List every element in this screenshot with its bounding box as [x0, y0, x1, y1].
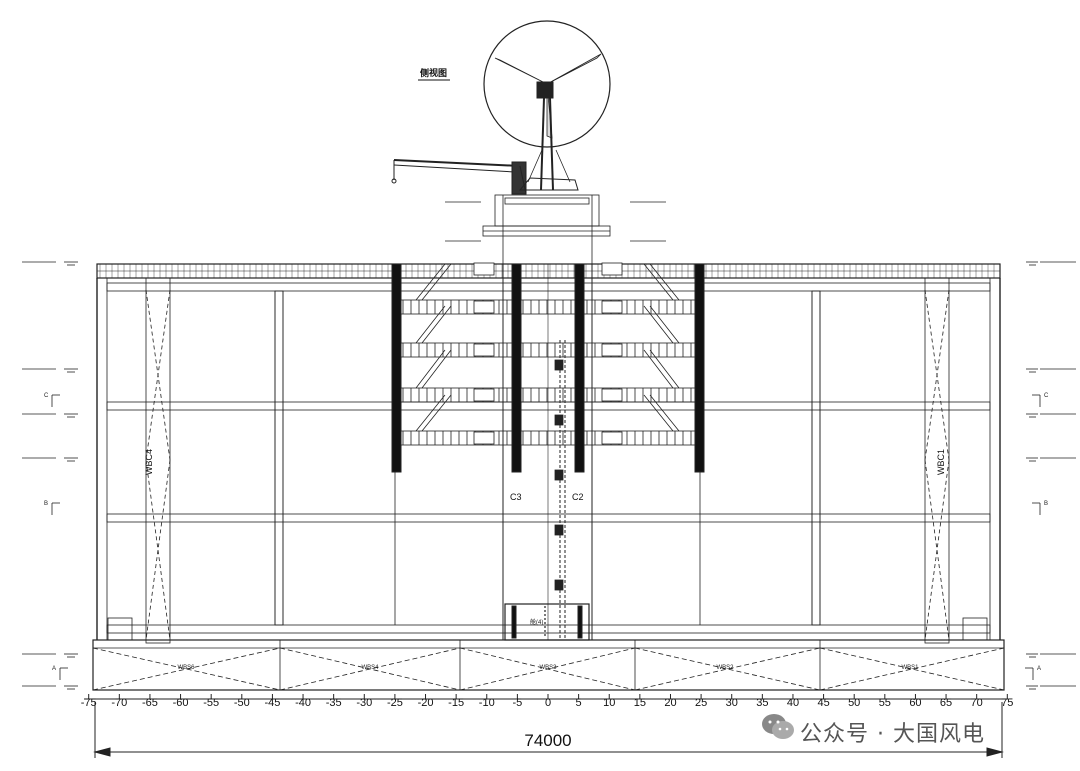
axis-tick-label: -70 — [111, 697, 127, 709]
axis-tick-label: 75 — [1001, 697, 1013, 709]
elevation-marks — [22, 201, 1076, 690]
section-mark-left: A — [52, 666, 56, 672]
base-beam-label: WBS2 — [716, 665, 734, 671]
base-beam-label: WBS6 — [177, 665, 195, 671]
section-mark-left: B — [44, 501, 48, 507]
center-box-label: 舱(4) — [530, 618, 543, 626]
view-title: 侧视图 — [420, 67, 447, 78]
axis-tick-label: -35 — [326, 697, 342, 709]
axis-tick-label: 45 — [817, 697, 829, 709]
axis-tick-label: -40 — [295, 697, 311, 709]
section-mark-right: C — [1044, 393, 1049, 399]
axis-tick-label: 70 — [971, 697, 983, 709]
axis-tick-label: -50 — [234, 697, 250, 709]
axis-tick-label: 30 — [726, 697, 738, 709]
axis-tick-label: 20 — [664, 697, 676, 709]
wind-turbine — [483, 20, 611, 191]
dimension-total: 74000 — [524, 731, 571, 750]
axis-tick-label: 15 — [634, 697, 646, 709]
axis-tick-label: -55 — [203, 697, 219, 709]
section-mark-right: A — [1037, 666, 1041, 672]
base-beam-label: WBS1 — [901, 665, 919, 671]
crane — [391, 159, 527, 195]
axis-tick-label: 50 — [848, 697, 860, 709]
axis-tick-label: -10 — [479, 697, 495, 709]
axis-tick-label: 40 — [787, 697, 799, 709]
axis-tick-label: -60 — [173, 697, 189, 709]
dimension-line — [93, 702, 1004, 758]
axis-tick-label: 25 — [695, 697, 707, 709]
axis-tick-label: 35 — [756, 697, 768, 709]
axis-tick-label: -75 — [81, 697, 97, 709]
section-mark-left: C — [44, 393, 49, 399]
base-pontoon — [92, 617, 1005, 691]
brace-label-right: WBC1 — [936, 449, 946, 475]
hull-frame — [96, 263, 1001, 640]
axis-tick-label: 5 — [576, 697, 582, 709]
axis-tick-label: -20 — [418, 697, 434, 709]
axis-tick-label: 60 — [909, 697, 921, 709]
watermark-text: 公众号 · 大国风电 — [800, 722, 985, 747]
axis-tick-label: -45 — [264, 697, 280, 709]
end-braces — [145, 277, 950, 644]
section-mark-right: B — [1044, 501, 1048, 507]
wechat-icon — [762, 714, 794, 739]
bottom-axis: -75-70-65-60-55-50-45-40-35-30-25-20-15-… — [81, 694, 1013, 709]
axis-tick-label: -25 — [387, 697, 403, 709]
axis-tick-label: 55 — [879, 697, 891, 709]
base-beam-label: WBS4 — [361, 665, 379, 671]
column-label-right: C2 — [572, 492, 584, 502]
brace-label-left: WBC4 — [144, 449, 154, 475]
column-label-left: C3 — [510, 492, 522, 502]
upper-deck — [482, 194, 611, 264]
axis-tick-label: 10 — [603, 697, 615, 709]
axis-tick-label: -65 — [142, 697, 158, 709]
axis-tick-label: 0 — [545, 697, 551, 709]
axis-tick-label: -30 — [356, 697, 372, 709]
center-structure — [391, 262, 705, 641]
axis-tick-label: -5 — [512, 697, 522, 709]
base-beam-label: WBS3 — [539, 665, 557, 671]
axis-tick-label: -15 — [448, 697, 464, 709]
axis-tick-label: 65 — [940, 697, 952, 709]
